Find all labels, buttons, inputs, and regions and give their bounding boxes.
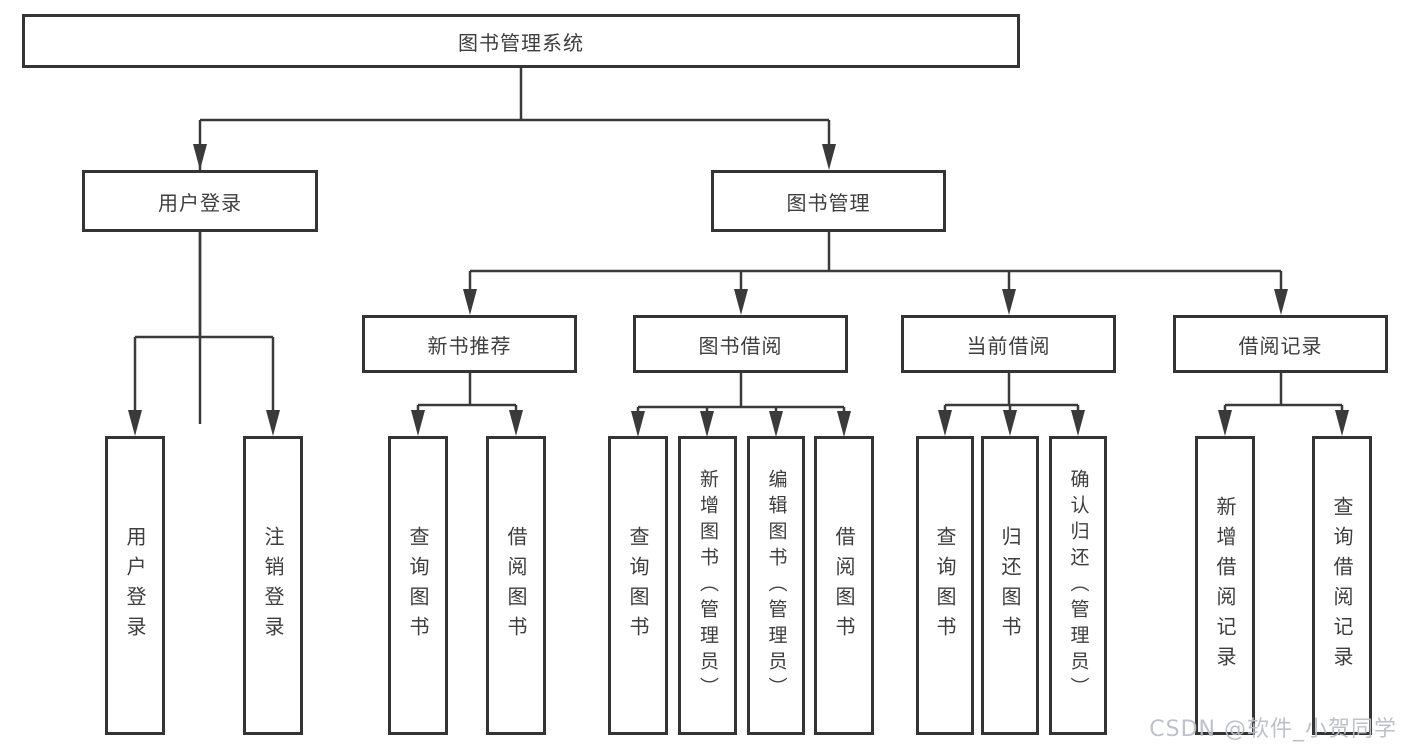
leaf-query-books-3: 查询图书 (916, 436, 974, 735)
node-user-login: 用户登录 (82, 170, 318, 232)
leaf-label: 编辑图书（管理员） (765, 468, 788, 703)
leaf-label: 用户登录 (123, 525, 147, 646)
leaf-label: 注销登录 (261, 525, 285, 646)
leaf-query-borrow-record: 查询借阅记录 (1312, 436, 1372, 735)
csdn-watermark: CSDN @软件_小贺同学 (1149, 717, 1397, 742)
leaf-return-books: 归还图书 (981, 436, 1039, 735)
leaf-label: 查询图书 (626, 525, 650, 646)
leaf-label: 查询图书 (406, 525, 430, 646)
leaf-query-books-1: 查询图书 (388, 436, 448, 735)
leaf-label: 查询图书 (933, 525, 957, 646)
leaf-label: 新增借阅记录 (1213, 495, 1237, 676)
leaf-borrow-books-2: 借阅图书 (814, 436, 874, 735)
leaf-label: 借阅图书 (504, 525, 528, 646)
node-current-borrow: 当前借阅 (901, 315, 1116, 373)
leaf-logout: 注销登录 (243, 436, 303, 735)
leaf-label: 归还图书 (998, 525, 1022, 646)
node-borrow-records: 借阅记录 (1173, 315, 1388, 373)
node-book-borrow: 图书借阅 (633, 315, 848, 373)
connector-currentborrow-to-leaves (938, 373, 1085, 436)
connector-userlogin-to-leaves (128, 232, 280, 436)
leaf-label: 借阅图书 (832, 525, 856, 646)
leaf-label: 确认归还（管理员） (1067, 468, 1090, 703)
node-book-management: 图书管理 (711, 170, 946, 232)
node-root-system: 图书管理系统 (22, 14, 1020, 68)
connector-bookborrow-to-leaves (631, 373, 851, 437)
connector-borrowrecords-to-leaves (1218, 373, 1349, 436)
connector-bookmgmt-to-level3 (463, 232, 1288, 315)
leaf-add-book-admin: 新增图书（管理员） (678, 436, 737, 735)
leaf-user-login: 用户登录 (105, 436, 165, 735)
node-new-book-recommend: 新书推荐 (362, 315, 577, 373)
leaf-confirm-return-admin: 确认归还（管理员） (1049, 436, 1107, 735)
leaf-label: 查询借阅记录 (1330, 495, 1354, 676)
leaf-add-borrow-record: 新增借阅记录 (1195, 436, 1255, 735)
leaf-query-books-2: 查询图书 (608, 436, 668, 735)
connector-newbookrec-to-leaves (411, 373, 523, 436)
leaf-label: 新增图书（管理员） (697, 468, 719, 703)
leaf-borrow-books-1: 借阅图书 (486, 436, 546, 735)
leaf-edit-book-admin: 编辑图书（管理员） (747, 436, 805, 735)
